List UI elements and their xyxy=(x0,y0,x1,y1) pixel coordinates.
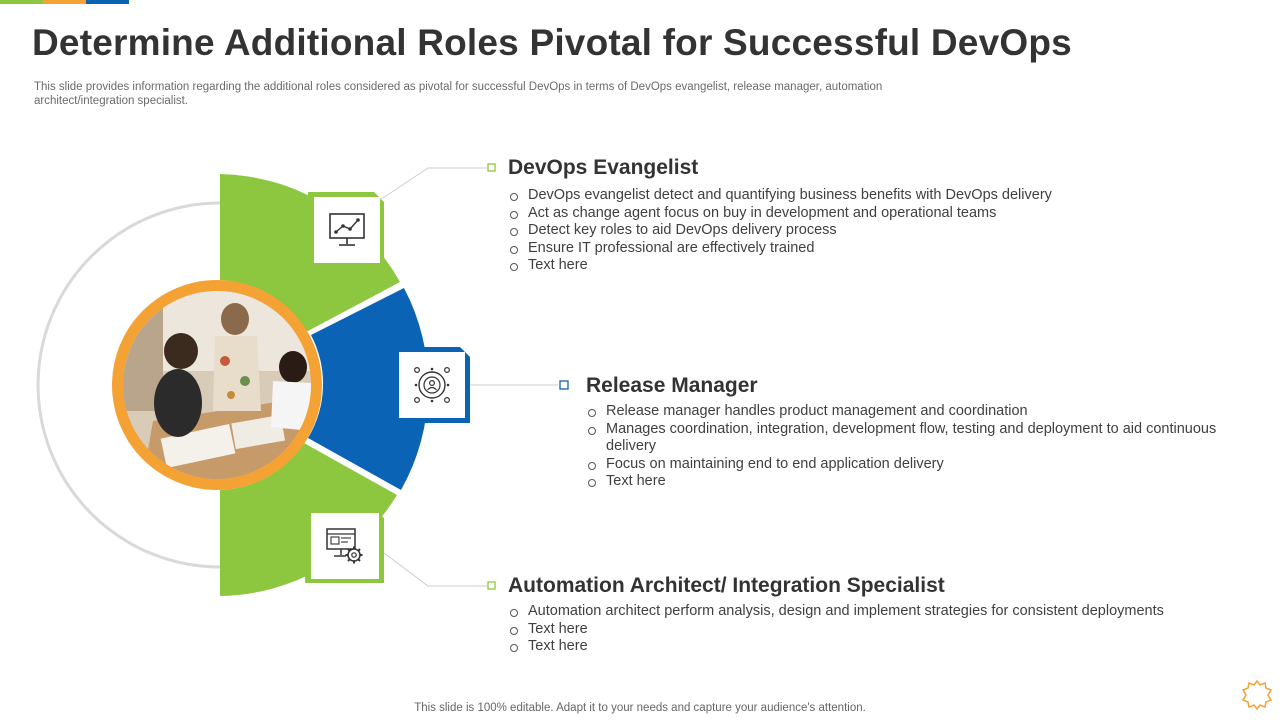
role-title: Release Manager xyxy=(586,374,758,397)
strip-blue xyxy=(86,0,129,4)
top-color-strip xyxy=(0,0,129,4)
role-devops-evangelist: DevOps Evangelist DevOps evangelist dete… xyxy=(508,156,1208,275)
icon-box-devops-evangelist xyxy=(314,197,380,263)
list-item: Ensure IT professional are effectively t… xyxy=(508,240,1208,258)
page-title: Determine Additional Roles Pivotal for S… xyxy=(32,22,1072,63)
team-photo xyxy=(123,291,311,479)
strip-green xyxy=(0,0,43,4)
role-bullets: Release manager handles product manageme… xyxy=(586,403,1246,491)
monitor-chart-icon xyxy=(329,213,365,246)
connector-bottom xyxy=(383,552,487,587)
list-item: Automation architect perform analysis, d… xyxy=(508,603,1248,621)
role-bullets: Automation architect perform analysis, d… xyxy=(508,603,1248,656)
people-network-icon xyxy=(413,366,450,403)
role-title: DevOps Evangelist xyxy=(508,156,699,179)
outer-gray-arc xyxy=(36,201,221,569)
list-item: Text here xyxy=(586,473,1246,491)
gear-logo-icon xyxy=(1241,679,1273,711)
icon-box-automation-architect xyxy=(311,513,379,579)
team-photo-ring xyxy=(112,280,322,490)
marker-bottom xyxy=(487,581,496,590)
computer-gear-icon xyxy=(326,528,363,564)
list-item: Act as change agent focus on buy in deve… xyxy=(508,205,1208,223)
role-bullets: DevOps evangelist detect and quantifying… xyxy=(508,187,1208,275)
list-item: Focus on maintaining end to end applicat… xyxy=(586,456,1246,474)
role-release-manager: Release Manager Release manager handles … xyxy=(586,374,1246,491)
list-item: Text here xyxy=(508,638,1248,656)
list-item: Manages coordination, integration, devel… xyxy=(586,421,1246,456)
marker-middle xyxy=(559,380,569,390)
page-subtitle: This slide provides information regardin… xyxy=(34,81,883,107)
list-item: Detect key roles to aid DevOps delivery … xyxy=(508,222,1208,240)
role-automation-architect: Automation Architect/ Integration Specia… xyxy=(508,574,1248,656)
segment-middle-blue xyxy=(308,288,429,490)
role-title: Automation Architect/ Integration Specia… xyxy=(508,574,945,597)
list-item: Text here xyxy=(508,621,1248,639)
connector-top xyxy=(379,167,487,201)
icon-box-release-manager xyxy=(399,352,465,418)
marker-top xyxy=(487,163,496,172)
list-item: Text here xyxy=(508,257,1208,275)
strip-orange xyxy=(43,0,86,4)
list-item: DevOps evangelist detect and quantifying… xyxy=(508,187,1208,205)
list-item: Release manager handles product manageme… xyxy=(586,403,1246,421)
footer-note: This slide is 100% editable. Adapt it to… xyxy=(414,702,866,714)
